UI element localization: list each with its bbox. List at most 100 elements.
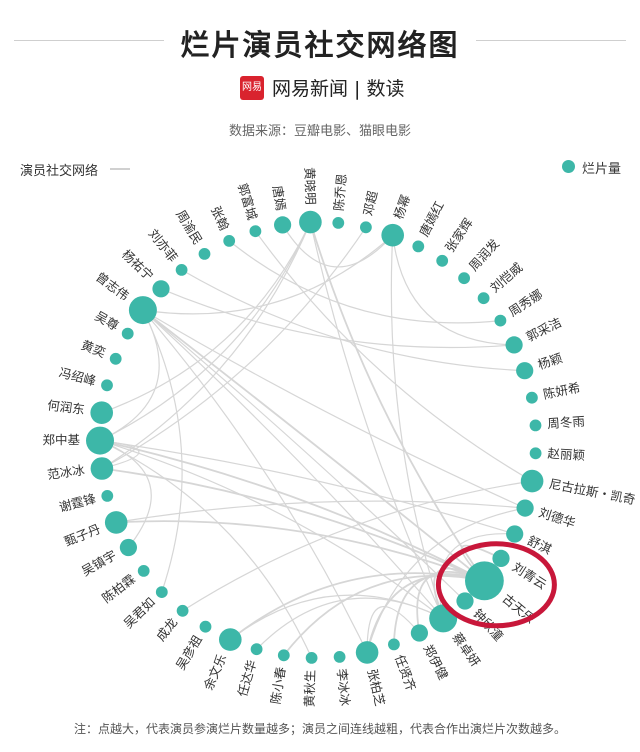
network-edge [228,240,501,324]
actor-node [529,447,542,460]
network-edge [101,221,311,414]
actor-node [456,592,474,610]
network-edge [283,574,485,656]
actor-node [128,296,157,325]
actor-node [436,254,449,267]
actor-node [219,628,242,651]
network-edge [142,309,466,602]
actor-label: 谢霆锋 [57,491,98,515]
legend-node-swatch [562,160,575,173]
network-edge [181,269,525,372]
actor-label: 周冬雨 [547,414,585,431]
actor-label: 郑中基 [42,432,80,447]
network-edge [99,440,313,659]
actor-label: 刘亦菲 [146,226,181,265]
network-edge [99,440,515,535]
actor-node [526,391,538,404]
actor-label: 甄子丹 [62,521,102,549]
actor-label: 蔡卓妍 [449,630,483,669]
actor-node [223,235,236,247]
actor-label: 张家辉 [442,215,476,254]
actor-node [355,641,379,664]
actor-label: 周秀娜 [506,286,546,319]
network-edge [393,573,485,645]
title-rule-right [476,40,626,41]
network-edge [99,440,444,619]
actor-label: 黄晓明 [302,167,318,205]
actor-node [360,221,372,234]
actor-label: 刘德华 [537,505,577,531]
actor-node [199,620,212,633]
title-rule-left [14,40,164,41]
actor-node [516,362,534,380]
actor-label: 陈小春 [268,665,289,705]
actor-node [274,216,292,234]
network-edge [366,507,526,653]
network-edge [142,309,444,619]
network-edge [309,221,486,582]
actor-node [175,264,188,276]
actor-label: 周渝民 [173,207,205,247]
actor-node [506,525,524,543]
actor-node [101,379,113,392]
actor-node [465,561,504,601]
data-source: 数据来源：豆瓣电影、猫眼电影 [228,124,411,139]
actor-node [109,352,122,365]
actor-label: 吴尊 [92,308,121,333]
network-edge [116,500,526,523]
network-edge [309,221,444,619]
node-layer [86,210,544,664]
page-title: 烂片演员社交网络图 [180,28,460,62]
actor-node [101,490,114,502]
actor-node [477,292,490,305]
actor-node [494,314,507,327]
actor-node [86,426,114,455]
actor-label: 吴彦祖 [173,632,205,672]
actor-label: 陈妍希 [542,380,582,402]
actor-node [137,565,150,577]
actor-node [90,457,114,480]
actor-label: 陈乔恩 [331,173,349,212]
actor-node [388,638,400,651]
network-edge [366,606,420,653]
network-edge [256,597,444,650]
actor-node [90,401,113,425]
label-layer: 黄晓明陈乔恩邓超杨幂唐嫣红张家辉周润发刘恺威周秀娜郭采洁杨颖陈妍希周冬雨赵丽颖尼… [42,167,636,708]
actor-label: 郭采洁 [524,314,564,344]
network-edge [142,309,368,653]
edge-layer [99,221,533,659]
actor-node [250,643,263,656]
network-edge [392,235,515,346]
actor-node [410,624,428,642]
actor-label: 吴镇宇 [79,547,119,579]
actor-label: 冯绍峰 [58,365,99,389]
actor-label: 黄奕 [79,337,108,360]
network-edge [282,224,394,268]
actor-node [299,210,322,234]
network-edge [160,288,515,349]
network-edge [390,235,444,619]
actor-label: 尼古拉斯・凯奇 [548,476,637,507]
network-edge [99,221,311,442]
actor-label: 余文乐 [201,652,230,692]
actor-label: 张柏芝 [365,667,388,707]
legend-node-size-label: 烂片量 [582,162,622,177]
actor-label: 唐嫣 [270,184,289,211]
actor-label: 刘恺威 [487,259,526,295]
brand-name: 网易新闻 | 数读 [272,78,405,100]
network-edge [254,230,533,482]
actor-label: 杨颖 [536,350,564,372]
actor-node [505,336,523,354]
network-edge [142,309,526,509]
network-edge [229,572,485,641]
actor-node [277,649,290,662]
actor-node [176,604,189,617]
actor-label: 何润东 [46,397,85,417]
highlight-circle [435,541,557,629]
network-edge [99,440,140,470]
actor-node [249,225,262,238]
actor-node [458,272,470,285]
actor-node [104,511,128,534]
network-edge [101,467,485,582]
